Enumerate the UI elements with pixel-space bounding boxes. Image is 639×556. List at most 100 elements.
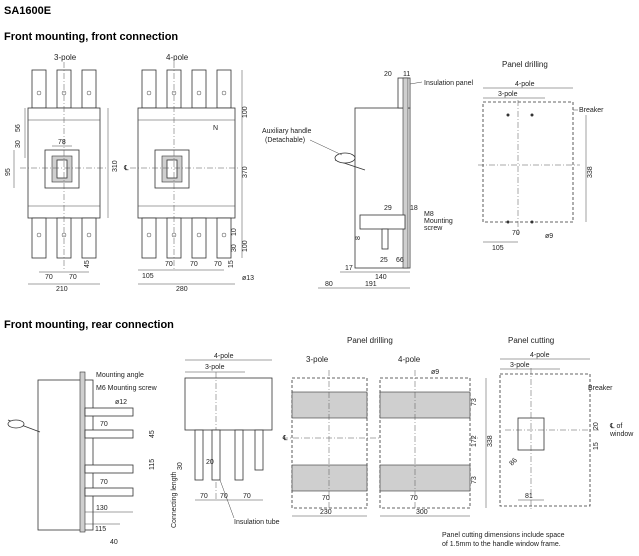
pc-81: 81 xyxy=(525,493,533,500)
dim-25: 25 xyxy=(380,257,388,264)
panel-drilling-label: Panel drilling xyxy=(502,60,548,69)
rear-4pole: 4-pole xyxy=(214,353,234,360)
pd-breaker-label: Breaker xyxy=(579,107,604,114)
aux-handle-label-2: (Detachable) xyxy=(265,137,305,144)
cl-mark: ℄ xyxy=(123,165,129,172)
side-view-front-connection: Auxiliary handle (Detachable) Insulation… xyxy=(262,71,473,289)
dim-280: 280 xyxy=(176,286,188,293)
rear-115: 115 xyxy=(149,459,156,470)
insulation-panel-label: Insulation panel xyxy=(424,80,473,87)
dim-29: 29 xyxy=(384,205,392,212)
dim-18: 18 xyxy=(410,205,418,212)
rear-70c: 70 xyxy=(200,493,208,500)
side-view-rear-connection: Mounting angle M6 Mounting screw ø12 70 … xyxy=(7,371,158,546)
dim-100b: 100 xyxy=(242,240,249,252)
dim-13: ø13 xyxy=(242,275,254,282)
pc-breaker-label: Breaker xyxy=(588,385,613,392)
rear-30: 30 xyxy=(177,462,184,470)
dim-78: 78 xyxy=(58,139,66,146)
pd-4pole: 4-pole xyxy=(515,81,535,88)
n-mark: N xyxy=(213,125,218,132)
dim-15: 15 xyxy=(228,260,235,268)
rear-40: 40 xyxy=(110,539,118,546)
rear-pd-70a: 70 xyxy=(322,495,330,502)
pd-70: 70 xyxy=(512,230,520,237)
dim-80: 80 xyxy=(325,281,333,288)
dim-310: 310 xyxy=(112,160,119,172)
dim-10: 10 xyxy=(231,228,238,236)
rear-cl: ℄ xyxy=(282,435,288,442)
pc-3pole: 3-pole xyxy=(510,362,530,369)
insulation-tube-label: Insulation tube xyxy=(234,519,280,526)
connecting-length-label: Connecting length xyxy=(171,471,178,528)
rear-panel-drilling-label: Panel drilling xyxy=(347,336,393,345)
pc-15: 15 xyxy=(593,442,600,450)
dim-105: 105 xyxy=(142,273,154,280)
dim-30: 30 xyxy=(15,140,22,148)
rear-70b: 70 xyxy=(100,479,108,486)
rear-pd-70b: 70 xyxy=(410,495,418,502)
m8-label-1: M8 xyxy=(424,211,434,218)
section-rear-title: Front mounting, rear connection xyxy=(4,319,174,331)
pd-338: 338 xyxy=(587,166,594,178)
rear-12: ø12 xyxy=(115,399,127,406)
pc-cl-window-2: window xyxy=(609,431,634,438)
m6-mounting-label: M6 Mounting screw xyxy=(96,385,158,392)
m8-label-2: Mounting xyxy=(424,218,453,225)
dim-17: 17 xyxy=(345,265,353,272)
panel-cutting-label: Panel cutting xyxy=(508,336,554,345)
dim-8: 8 xyxy=(355,236,362,240)
rear-front-view: 4-pole 3-pole 30 20 Connecting length 70… xyxy=(171,353,280,528)
pd-9: ø9 xyxy=(545,233,553,240)
dim-95: 95 xyxy=(5,168,12,176)
dim-11: 11 xyxy=(403,71,410,78)
dim-70c: 70 xyxy=(165,261,173,268)
mounting-angle-label: Mounting angle xyxy=(96,372,144,379)
dim-140: 140 xyxy=(375,274,387,281)
rear-pd-172: 172 xyxy=(471,435,478,447)
dim-70e: 70 xyxy=(214,261,222,268)
rear-70a: 70 xyxy=(100,421,108,428)
dim-191: 191 xyxy=(365,281,377,288)
section-front-title: Front mounting, front connection xyxy=(4,31,178,43)
rear-130: 130 xyxy=(96,505,108,512)
dim-70d: 70 xyxy=(190,261,198,268)
rear-115b: 115 xyxy=(95,526,106,533)
dim-370: 370 xyxy=(242,166,249,178)
rear-45: 45 xyxy=(149,430,156,438)
dim-100: 100 xyxy=(242,106,249,118)
dim-66: 66 xyxy=(396,257,404,264)
label-3pole: 3-pole xyxy=(54,53,77,62)
rear-70d: 70 xyxy=(220,493,228,500)
label-4pole: 4-pole xyxy=(166,53,189,62)
dim-70b: 70 xyxy=(69,274,77,281)
rear-pd-338: 338 xyxy=(487,435,494,447)
panel-drilling-rear: Panel drilling 3-pole 4-pole ℄ 70 230 ø9… xyxy=(282,336,494,517)
panel-cutting: Panel cutting 4-pole 3-pole Breaker 20 1… xyxy=(499,336,634,510)
rear-pd-73a: 73 xyxy=(471,398,478,406)
panel-drilling-front: Panel drilling 4-pole 3-pole Breaker 338… xyxy=(478,60,604,252)
pc-4pole: 4-pole xyxy=(530,352,550,359)
rear-20: 20 xyxy=(206,459,214,466)
pc-cl-window-1: ℄ of xyxy=(609,423,622,430)
pc-20: 20 xyxy=(593,422,600,430)
front-view-3pole: 3-pole 78 30 56 95 310 70 70 45 xyxy=(5,53,119,293)
dim-56: 56 xyxy=(15,124,22,132)
note-line-1: Panel cutting dimensions include space xyxy=(442,532,565,539)
rear-pd-4pole-label: 4-pole xyxy=(398,355,421,364)
rear-3pole: 3-pole xyxy=(205,364,225,371)
rear-pd-300: 300 xyxy=(416,509,428,516)
dim-30b: 30 xyxy=(231,244,238,252)
note-line-2: of 1.5mm to the handle window frame. xyxy=(442,541,561,548)
aux-handle-label-1: Auxiliary handle xyxy=(262,128,312,135)
model-title: SA1600E xyxy=(4,5,51,17)
rear-pd-73b: 73 xyxy=(471,476,478,484)
dim-20: 20 xyxy=(384,71,392,78)
rear-70e: 70 xyxy=(243,493,251,500)
rear-pd-230: 230 xyxy=(320,509,332,516)
rear-pd-9: ø9 xyxy=(431,369,439,376)
dim-70a: 70 xyxy=(45,274,53,281)
front-view-4pole: 4-pole N ℄ 100 370 10 30 100 105 70 70 7… xyxy=(123,53,254,293)
dim-45: 45 xyxy=(84,260,91,268)
m8-label-3: screw xyxy=(424,225,443,232)
